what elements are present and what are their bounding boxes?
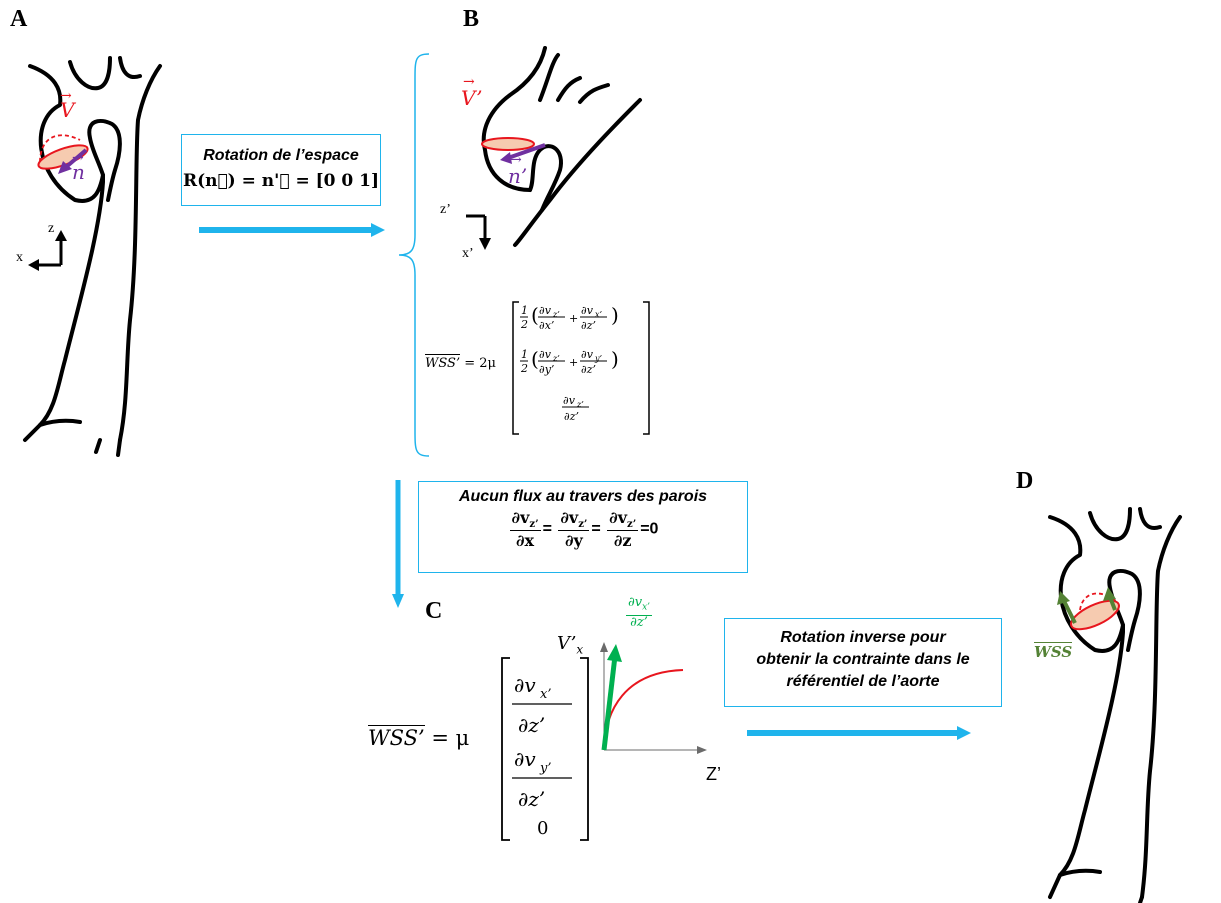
svg-text:∂v: ∂v — [539, 348, 552, 361]
inverse-rotation-box: Rotation inverse pour obtenir la contrai… — [724, 618, 1002, 707]
axis-x-label-a: x — [16, 250, 23, 265]
svg-text:∂v: ∂v — [539, 304, 552, 317]
svg-text:2: 2 — [520, 362, 528, 375]
wss-label-d: WSS — [1034, 642, 1073, 661]
svg-text:z’: z’ — [576, 400, 584, 409]
svg-text:∂z’: ∂z’ — [581, 319, 596, 332]
no-flux-formula: ∂vz’∂x= ∂vz’∂y= ∂vz’∂z=0 — [509, 508, 659, 551]
graph-x-label: Z’ — [706, 764, 721, 784]
svg-text:): ) — [611, 347, 619, 371]
svg-text:∂z’: ∂z’ — [581, 363, 596, 376]
graph-y-label: V’x — [557, 633, 584, 657]
brace — [398, 53, 430, 457]
vector-v-label: → V — [60, 88, 75, 122]
aorta-diagram-d — [1048, 507, 1182, 903]
velocity-profile-graph — [600, 642, 707, 754]
rotation-formula: R(n⃗) = n'⃗ = [0 0 1] — [182, 171, 380, 191]
svg-text:(: ( — [531, 303, 539, 327]
svg-text:∂v: ∂v — [563, 394, 576, 407]
inverse-rotation-line3: référentiel de l’aorte — [786, 673, 940, 690]
axis-z-label-a: z — [48, 221, 55, 236]
svg-text:y’: y’ — [539, 761, 551, 776]
svg-text:∂z’: ∂z’ — [518, 787, 545, 811]
svg-text:∂z’: ∂z’ — [518, 713, 545, 737]
rotation-box-title: Rotation de l’espace — [203, 147, 359, 164]
arrow-c-to-d — [747, 726, 971, 740]
svg-text:x’: x’ — [595, 310, 603, 319]
arrow-a-to-b — [199, 223, 385, 237]
aorta-diagram-b — [466, 46, 642, 250]
vector-v-prime-label: → V’ — [461, 74, 483, 110]
svg-text:x’: x’ — [540, 687, 551, 702]
no-flux-box: Aucun flux au travers des parois ∂vz’∂x=… — [418, 481, 748, 573]
svg-text:∂x’: ∂x’ — [539, 319, 554, 332]
vector-n-prime-label: → n’ — [508, 152, 528, 188]
svg-text:∂v: ∂v — [514, 747, 536, 771]
svg-text:z’: z’ — [552, 310, 560, 319]
inverse-rotation-line2: obtenir la contrainte dans le — [756, 651, 970, 668]
svg-text:∂v: ∂v — [581, 304, 594, 317]
arrow-b-to-c — [392, 480, 404, 608]
rotation-box: Rotation de l’espace R(n⃗) = n'⃗ = [0 0 … — [181, 134, 381, 206]
svg-text:y’: y’ — [594, 354, 603, 363]
panel-label-c: C — [425, 598, 443, 624]
svg-text:): ) — [611, 303, 619, 327]
matrix-c-zero: 0 — [537, 818, 548, 839]
no-flux-title: Aucun flux au travers des parois — [458, 488, 708, 505]
svg-text:2: 2 — [520, 318, 528, 331]
svg-text:z’: z’ — [552, 354, 560, 363]
svg-text:+: + — [569, 356, 578, 369]
panel-label-b: B — [463, 6, 480, 32]
panel-label-a: A — [10, 6, 28, 32]
svg-text:∂v: ∂v — [514, 673, 536, 697]
axis-z-label-b: z’ — [440, 202, 451, 217]
formula-b-lhs: WSS’ = 2μ — [425, 354, 496, 371]
svg-text:∂v: ∂v — [581, 348, 594, 361]
tangent-label: ∂vx’ ∂z’ — [626, 595, 653, 630]
svg-text:1: 1 — [521, 348, 528, 361]
panel-label-d: D — [1016, 468, 1034, 494]
aorta-diagram-a — [23, 56, 162, 457]
svg-text:+: + — [569, 312, 578, 325]
formula-c-lhs: WSS’ = μ — [368, 725, 470, 750]
svg-text:∂y’: ∂y’ — [539, 363, 554, 376]
inverse-rotation-line1: Rotation inverse pour — [780, 629, 946, 646]
svg-text:1: 1 — [521, 304, 528, 317]
vector-n-label: → n — [72, 150, 85, 184]
svg-text:∂z’: ∂z’ — [564, 410, 579, 423]
svg-text:(: ( — [531, 347, 539, 371]
axis-x-label-b: x’ — [462, 246, 474, 261]
